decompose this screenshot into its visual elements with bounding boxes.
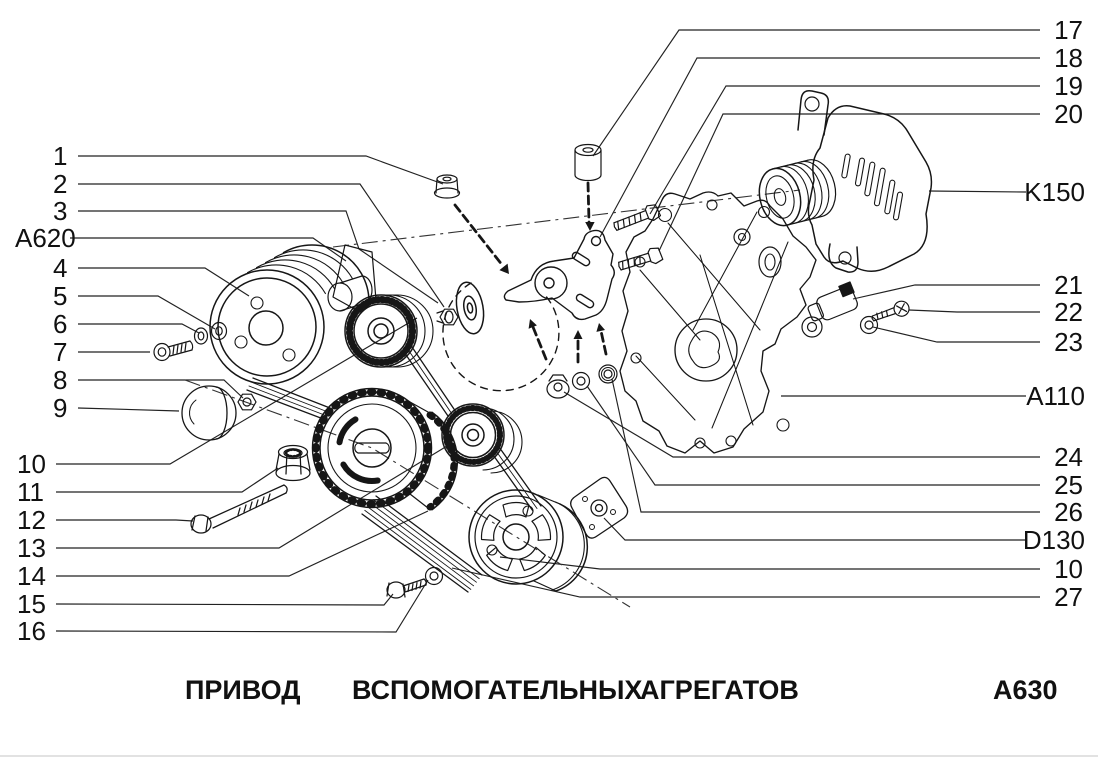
tensioner-roller	[344, 294, 434, 368]
caption-word: ВСПОМОГАТЕЛЬНЫХ	[352, 675, 642, 705]
callout-label: 22	[1054, 297, 1083, 327]
sensor-bolt	[871, 300, 910, 322]
pivot-bolt	[153, 340, 194, 362]
callout-label: 10	[17, 449, 46, 479]
callout-label: 26	[1054, 497, 1083, 527]
drive-belt	[246, 282, 560, 593]
bushing	[433, 174, 461, 199]
callout-label: 6	[53, 309, 67, 339]
callout-label: 8	[53, 365, 67, 395]
callout-label: 13	[17, 533, 46, 563]
alternator	[758, 89, 933, 273]
callout-label: 2	[53, 169, 67, 199]
assembly-arrows	[453, 181, 608, 364]
tensioner-bracket	[503, 229, 615, 321]
front-cover	[619, 191, 817, 454]
caption-word: ПРИВОД	[185, 675, 301, 705]
cap	[181, 385, 237, 441]
callout-label: 20	[1054, 99, 1083, 129]
lower-bolt	[386, 578, 427, 599]
callout-label: 17	[1054, 15, 1083, 45]
callout-label: 27	[1054, 582, 1083, 612]
washer-small	[193, 321, 228, 345]
stud-washers	[571, 364, 618, 391]
caption: ПРИВОД ВСПОМОГАТЕЛЬНЫХ АГРЕГАТОВ А630	[185, 675, 1058, 705]
crankshaft-toothed-sprocket	[311, 387, 459, 511]
callout-label: 10	[1054, 554, 1083, 584]
position-sensor	[801, 281, 858, 338]
lower-washer	[424, 566, 444, 586]
scan-edge	[0, 755, 1098, 757]
callout-label: A110	[1026, 381, 1085, 411]
callout-label: 25	[1054, 470, 1083, 500]
callout-label: 14	[17, 561, 46, 591]
idler-roller	[441, 403, 523, 474]
caption-code: А630	[993, 675, 1058, 705]
callout-label: 12	[17, 505, 46, 535]
callout-label: 19	[1054, 71, 1083, 101]
callout-labels-left: 1 2 3 A620 4 5 6 7 8 9 10 11 12 13 14 15…	[15, 141, 76, 646]
long-bolt	[190, 484, 288, 534]
adjusting-disc	[455, 281, 485, 335]
axis-lines	[184, 189, 801, 608]
bracket-bolt-lower	[618, 247, 664, 271]
callout-label: 4	[53, 253, 67, 283]
bracket-bolt-upper	[613, 204, 662, 231]
water-pump-pulley	[209, 244, 370, 385]
callout-label: 21	[1054, 270, 1083, 300]
callout-label: 24	[1054, 442, 1083, 472]
callout-label: 1	[53, 141, 67, 171]
callout-label: 23	[1054, 327, 1083, 357]
flanged-nut	[275, 444, 311, 482]
callout-label: 15	[17, 589, 46, 619]
stud-nut	[546, 374, 570, 399]
triangular-mount	[570, 476, 629, 539]
callout-label: A620	[15, 223, 76, 253]
callout-label: 5	[53, 281, 67, 311]
callout-label: 11	[17, 477, 44, 507]
callout-label: K150	[1024, 177, 1085, 207]
callout-label: 16	[17, 616, 46, 646]
callout-labels-right: 17 18 19 20 K150 21 22 23 A110 24 25 26 …	[1023, 15, 1085, 612]
arrow-heads	[499, 222, 605, 339]
sensor-washer	[859, 315, 879, 335]
callout-label: D130	[1023, 525, 1085, 555]
spacer-sleeve	[574, 143, 602, 182]
small-nut	[237, 393, 257, 411]
callout-label: 9	[53, 393, 67, 423]
tensioner-nut	[436, 308, 459, 326]
callout-label: 18	[1054, 43, 1083, 73]
callout-label: 3	[53, 196, 67, 226]
caption-word: АГРЕГАТОВ	[640, 675, 799, 705]
callout-label: 7	[53, 337, 67, 367]
leader-lines	[55, 29, 1040, 633]
alternator-pulley	[758, 159, 837, 227]
crankshaft-pulley	[468, 489, 589, 592]
